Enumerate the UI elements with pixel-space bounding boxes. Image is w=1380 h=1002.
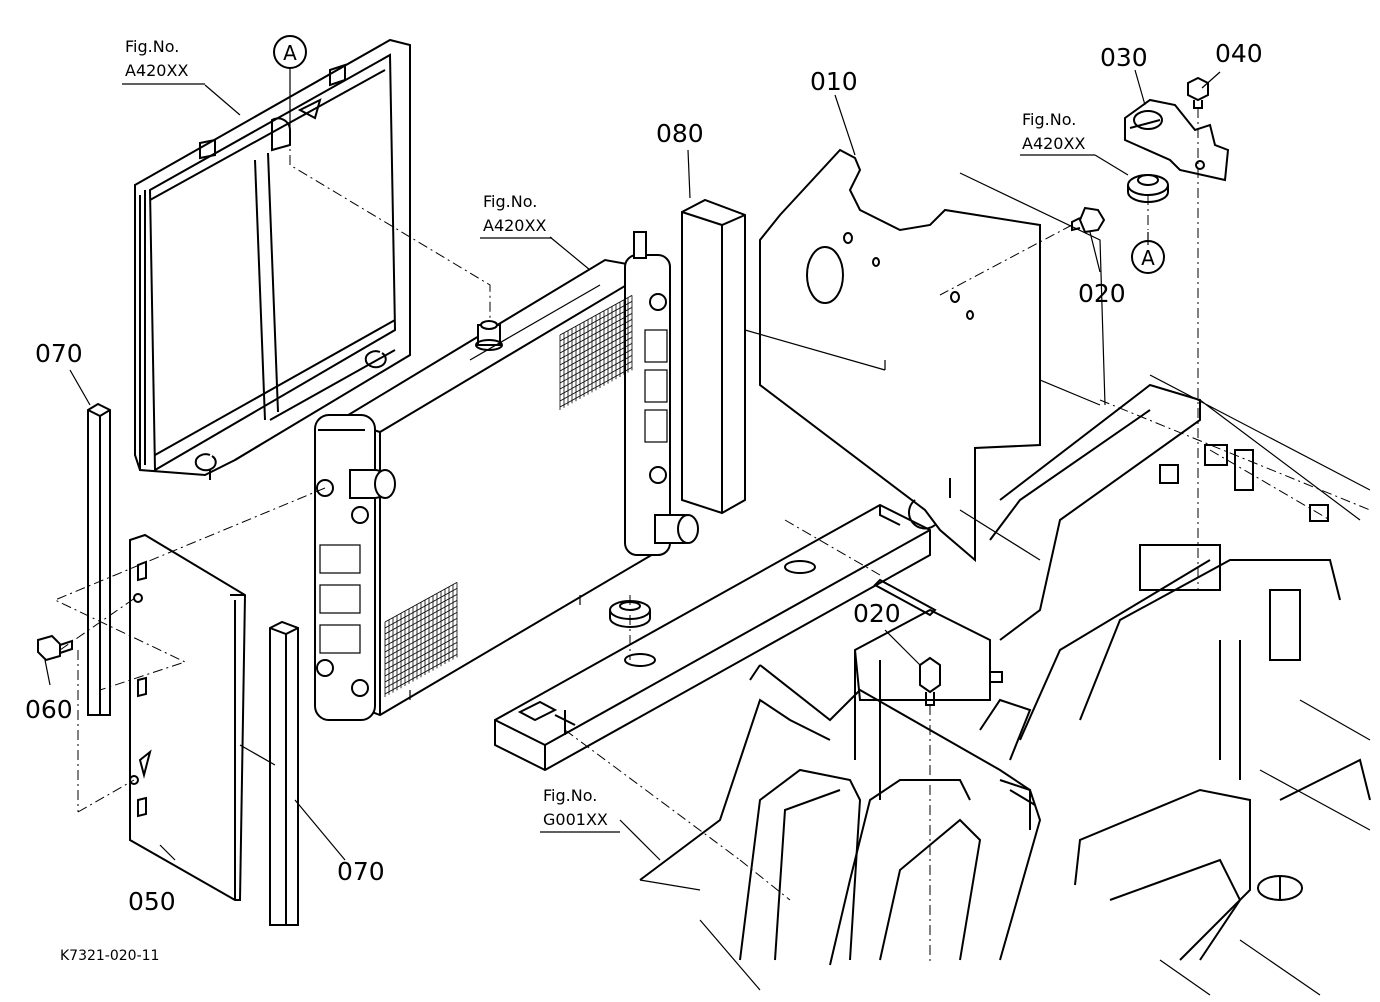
label-020-upper: 020 <box>1078 279 1126 308</box>
radiator-fin-hatching <box>384 295 633 697</box>
label-080: 080 <box>656 119 704 148</box>
radiator-core <box>314 231 699 721</box>
callout-a-top-label: A <box>283 41 297 65</box>
part-050-side-panel <box>129 533 247 901</box>
fig-ref-2-code: A420XX <box>483 216 546 235</box>
part-070-seal-strip-right <box>269 620 299 926</box>
label-070-right: 070 <box>337 857 385 886</box>
radiator-fittings <box>316 231 699 697</box>
label-040: 040 <box>1215 39 1263 68</box>
figure-reference-1: Fig.No. A420XX <box>122 37 205 85</box>
fig-ref-4-code: G001XX <box>543 810 608 829</box>
radiator-side-tank-ribs <box>319 329 668 654</box>
radiator-shroud-frame <box>134 38 411 480</box>
part-070-seal-strip-left <box>87 402 111 716</box>
label-060: 060 <box>25 695 73 724</box>
part-030-stay-bracket <box>1124 98 1230 182</box>
part-040-bolt <box>1187 76 1209 109</box>
part-number-labels: 010 080 020 020 030 040 070 060 050 070 <box>25 39 1263 916</box>
fig-ref-2-label: Fig.No. <box>483 192 537 211</box>
fig-ref-3-code: A420XX <box>1022 134 1085 153</box>
figure-reference-4: Fig.No. G001XX <box>540 786 620 833</box>
leader-lines <box>44 68 1221 861</box>
fig-ref-4-label: Fig.No. <box>543 786 597 805</box>
label-020-lower: 020 <box>853 599 901 628</box>
part-060-bolt <box>37 634 73 662</box>
label-030: 030 <box>1100 43 1148 72</box>
label-070-left: 070 <box>35 339 83 368</box>
callout-a-right-label: A <box>1141 246 1155 270</box>
part-010-baffle-plate <box>744 148 1106 563</box>
figure-reference-3: Fig.No. A420XX <box>1020 110 1095 156</box>
figure-reference-2: Fig.No. A420XX <box>480 192 552 239</box>
part-020-bolt-upper <box>1071 206 1106 234</box>
part-020-bolt-lower <box>919 656 941 706</box>
fig-ref-1-code: A420XX <box>125 61 188 80</box>
callout-a-top: A <box>273 35 307 69</box>
assembly-center-lines <box>53 108 1199 965</box>
fig-ref-3-label: Fig.No. <box>1022 110 1076 129</box>
chassis-frame <box>989 374 1371 996</box>
part-080-foam-seal <box>681 198 746 515</box>
callout-a-right: A <box>1131 240 1165 274</box>
drawing-code: K7321-020-11 <box>60 948 159 964</box>
label-050: 050 <box>128 887 176 916</box>
mounting-beam <box>494 503 937 772</box>
label-010: 010 <box>810 67 858 96</box>
fig-ref-1-label: Fig.No. <box>125 37 179 56</box>
